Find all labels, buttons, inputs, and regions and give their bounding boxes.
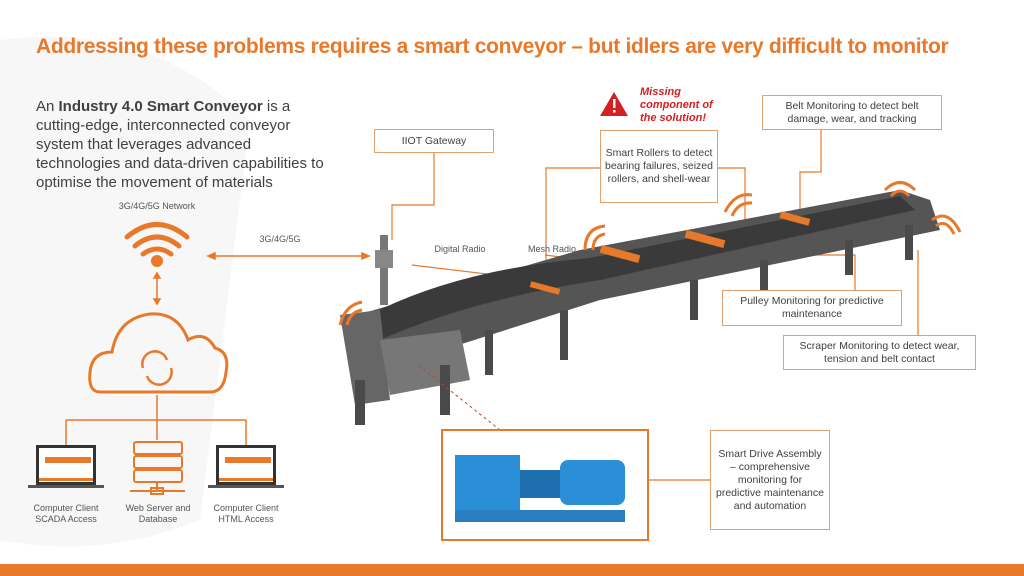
footer-bar bbox=[0, 564, 1024, 576]
intro-post: is a cutting-edge, interconnected convey… bbox=[36, 98, 324, 191]
drive-assembly-illustration bbox=[455, 455, 625, 522]
laptop-icon-scada bbox=[28, 445, 104, 488]
mesh-radio-label: Mesh Radio bbox=[527, 244, 577, 254]
network-label: 3G/4G/5G Network bbox=[118, 201, 196, 211]
sync-icon bbox=[141, 350, 173, 386]
server-icon bbox=[130, 441, 185, 495]
callout-smart-rollers: Smart Rollers to detect bearing failures… bbox=[600, 130, 718, 203]
callout-iiot-gateway: IIOT Gateway bbox=[374, 129, 494, 153]
web-server-label: Web Server and Database bbox=[125, 503, 191, 524]
laptop-icon-html bbox=[208, 445, 284, 488]
cloud-icon bbox=[88, 312, 229, 394]
intro-bold: Industry 4.0 Smart Conveyor bbox=[58, 98, 263, 115]
conveyor-illustration bbox=[340, 190, 940, 425]
client-html-label: Computer Client HTML Access bbox=[213, 503, 279, 524]
slide-title: Addressing these problems requires a sma… bbox=[36, 35, 949, 58]
callout-smart-drive: Smart Drive Assembly – comprehensive mon… bbox=[710, 430, 830, 530]
callout-scraper-monitoring: Scraper Monitoring to detect wear, tensi… bbox=[783, 335, 976, 370]
intro-text: An Industry 4.0 Smart Conveyor is a cutt… bbox=[36, 97, 326, 192]
link-label: 3G/4G/5G bbox=[259, 234, 301, 244]
callout-belt-monitoring: Belt Monitoring to detect belt damage, w… bbox=[762, 95, 942, 130]
intro-pre: An bbox=[36, 98, 59, 115]
client-scada-label: Computer Client SCADA Access bbox=[33, 503, 99, 524]
missing-component-alert: Missing component of the solution! bbox=[640, 86, 713, 124]
digital-radio-label: Digital Radio bbox=[434, 244, 486, 254]
wifi-icon bbox=[124, 222, 190, 257]
callout-pulley-monitoring: Pulley Monitoring for predictive mainten… bbox=[722, 290, 902, 326]
warning-icon bbox=[600, 92, 628, 116]
